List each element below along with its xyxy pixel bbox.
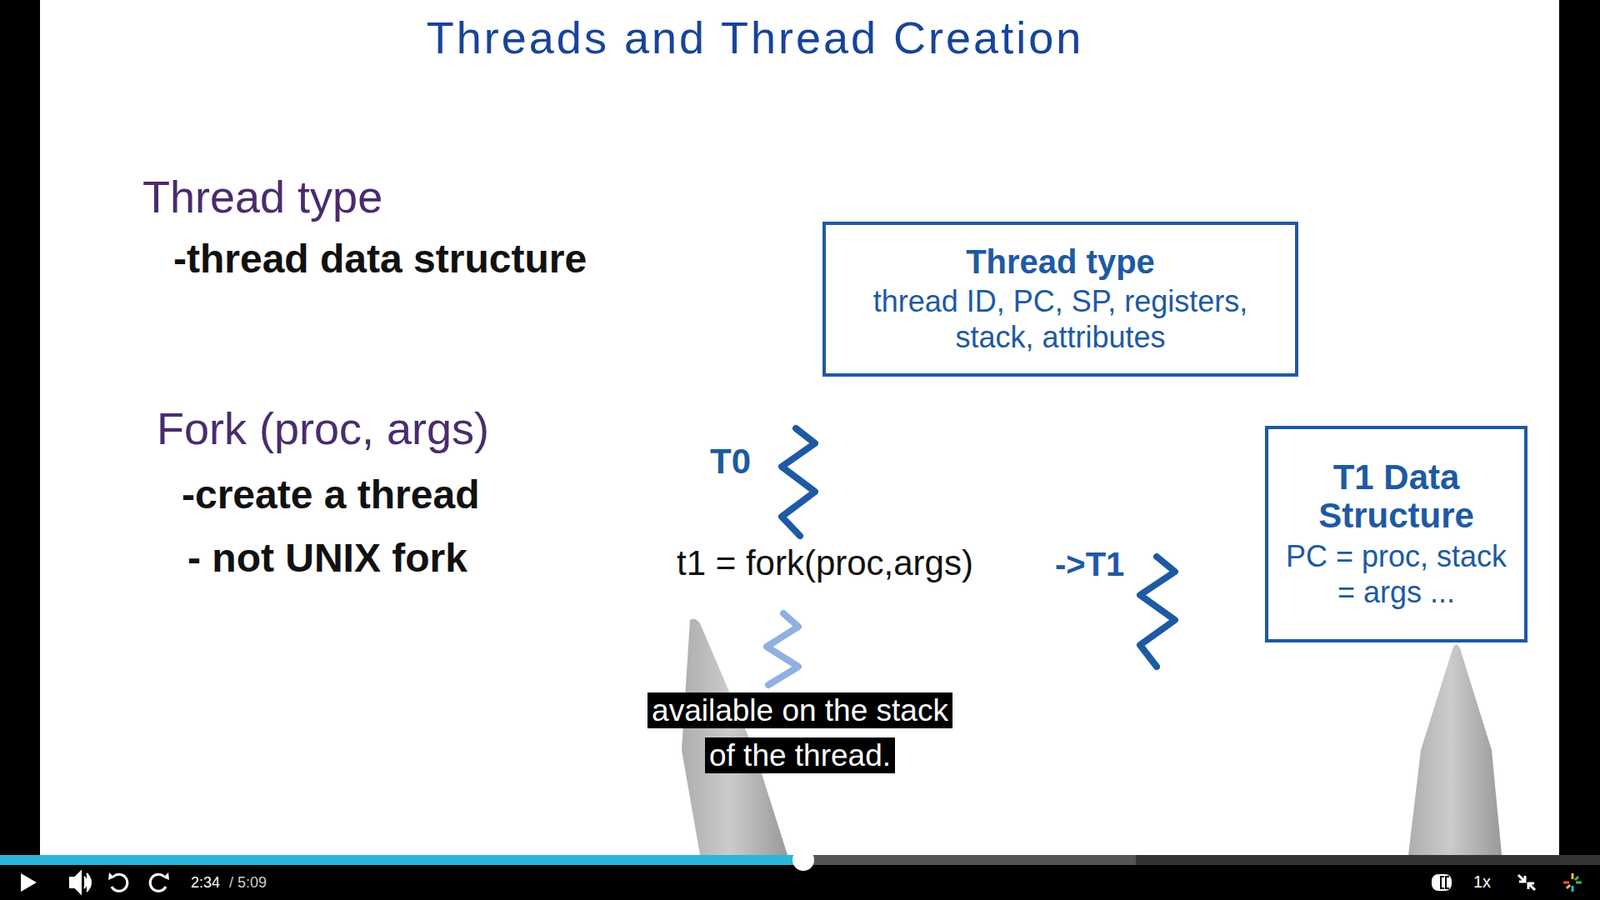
thread-label: ->T1 (1055, 545, 1125, 584)
volume-icon (70, 871, 91, 894)
box-heading: T1 Data Structure (1281, 458, 1511, 535)
thread-squiggle (766, 613, 799, 685)
time-current: 2:34 (190, 874, 220, 892)
buffered-bar (0, 855, 1136, 865)
data-structure-box: Thread typethread ID, PC, SP, registers,… (822, 221, 1299, 377)
player-logo (1563, 873, 1582, 892)
thread-label: T0 (710, 441, 751, 482)
rewind-icon (111, 874, 128, 891)
whiteboard (40, 0, 1560, 855)
subtitle: available on the stack of the thread. (647, 692, 953, 774)
bullet-note: -thread data structure (173, 235, 587, 282)
heading-note: Thread type (142, 170, 383, 223)
speed-control: 1x (1473, 872, 1491, 892)
played-bar (0, 855, 804, 865)
time-total: / 5:09 (229, 874, 267, 892)
pen (1408, 644, 1502, 855)
subtitle-box: available on the stack of the thread. (635, 688, 965, 778)
bullet-note: - not UNIX fork (187, 535, 468, 581)
thread-squiggle (781, 428, 815, 536)
thread-squiggle (1140, 556, 1175, 667)
progress-track (1135, 855, 1600, 865)
box-body: thread ID, PC, SP, registers, stack, att… (839, 283, 1282, 355)
box-heading: Thread type (839, 243, 1282, 280)
rewind-icon (108, 872, 115, 880)
heading-note: Fork (proc, args) (156, 402, 490, 455)
box-body: PC = proc, stack = args ... (1281, 538, 1511, 610)
play-icon (20, 873, 37, 892)
data-structure-box: T1 Data StructurePC = proc, stack = args… (1265, 425, 1528, 643)
forward-icon (150, 874, 166, 891)
slide-title: Threads and Thread Creation (388, 11, 1122, 64)
forward-icon (163, 872, 170, 880)
captions-icon (1431, 874, 1452, 891)
exit-fullscreen-icon (1518, 875, 1535, 890)
bullet-note: -create a thread (181, 471, 480, 518)
captions-icon (1440, 876, 1450, 889)
progress-thumb (792, 849, 815, 871)
code-call: t1 = fork(proc,args) (676, 543, 974, 584)
